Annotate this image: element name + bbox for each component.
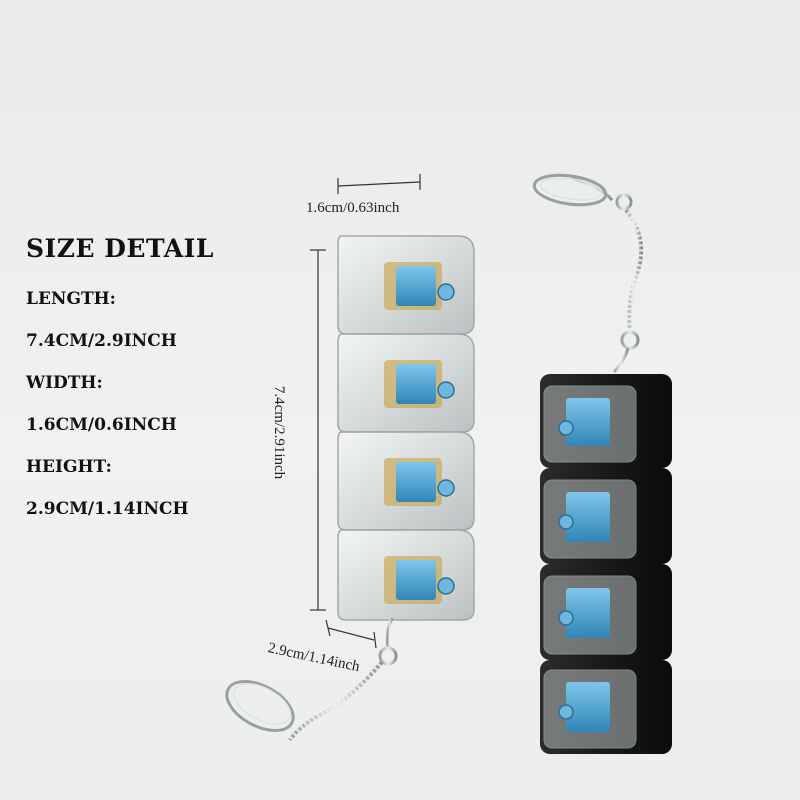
length-dimension-line — [310, 249, 326, 611]
width-value: 1.6CM/0.6INCH — [26, 415, 177, 435]
key-ring-icon — [225, 680, 295, 732]
black-keychain-chain — [571, 176, 644, 374]
height-value: 2.9CM/1.14INCH — [26, 499, 189, 519]
width-dimension-line — [337, 174, 421, 194]
size-detail-panel: SIZE DETAIL LENGTH: 7.4CM/2.9INCH WIDTH:… — [26, 236, 266, 543]
height-dimension-line — [325, 619, 377, 649]
size-detail-title: SIZE DETAIL — [26, 234, 214, 263]
length-value: 7.4CM/2.9INCH — [26, 331, 177, 351]
black-switch-unit — [540, 468, 672, 564]
black-switch-unit — [540, 660, 672, 754]
clear-switch-unit — [337, 529, 475, 621]
height-label: HEIGHT: — [26, 457, 112, 477]
clear-switch-unit — [337, 235, 475, 335]
clear-switch-unit — [337, 333, 475, 433]
width-label: WIDTH: — [26, 373, 103, 393]
clear-switch-unit — [337, 431, 475, 531]
key-ring-icon — [532, 173, 608, 207]
clear-keychain — [225, 235, 475, 742]
length-label: LENGTH: — [26, 289, 116, 309]
clear-keychain-chain — [288, 617, 398, 742]
black-switch-unit — [540, 564, 672, 660]
width-dimension-label: 1.6cm/0.63inch — [306, 200, 400, 216]
black-switch-unit — [540, 374, 672, 468]
black-keychain — [532, 173, 672, 754]
